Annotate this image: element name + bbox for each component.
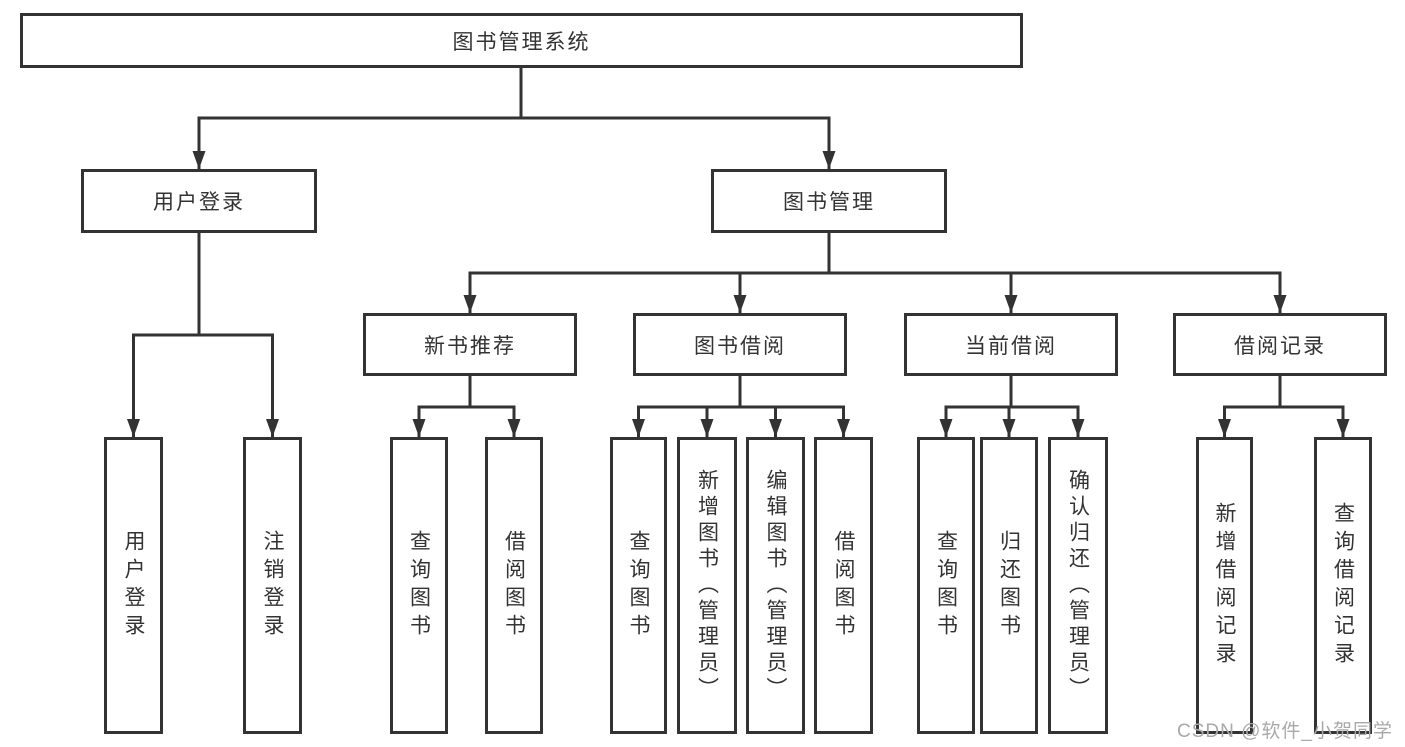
- leaf-query-book-1: 查询图书: [390, 437, 448, 734]
- node-label: 编辑图书（管理员）: [764, 468, 787, 703]
- node-label: 新书推荐: [424, 334, 516, 358]
- leaf-user-login: 用户登录: [104, 437, 163, 734]
- leaf-borrow-book-1: 借阅图书: [485, 437, 543, 734]
- csdn-watermark: CSDN @软件_小贺同学: [1177, 721, 1393, 742]
- node-book-management: 图书管理: [711, 169, 947, 233]
- leaf-edit-book-admin: 编辑图书（管理员）: [746, 437, 805, 734]
- node-label: 当前借阅: [965, 334, 1057, 358]
- node-user-login: 用户登录: [81, 169, 317, 233]
- node-label: 查询图书: [407, 529, 431, 642]
- node-label: 借阅图书: [832, 529, 855, 642]
- leaf-add-borrow-record: 新增借阅记录: [1196, 437, 1253, 734]
- leaf-return-book: 归还图书: [980, 437, 1038, 734]
- node-book-management-system: 图书管理系统: [20, 13, 1023, 68]
- leaf-logout: 注销登录: [243, 437, 302, 734]
- node-book-borrow: 图书借阅: [633, 313, 847, 376]
- leaf-query-borrow-record: 查询借阅记录: [1314, 437, 1372, 734]
- node-label: 借阅记录: [1234, 334, 1326, 358]
- node-borrow-record: 借阅记录: [1173, 313, 1387, 376]
- node-label: 借阅图书: [502, 529, 526, 642]
- node-label: 查询借阅记录: [1331, 501, 1355, 670]
- node-current-borrow: 当前借阅: [904, 313, 1118, 376]
- leaf-query-book-2: 查询图书: [610, 437, 667, 734]
- node-label: 查询图书: [934, 529, 958, 642]
- leaf-borrow-book-2: 借阅图书: [814, 437, 873, 734]
- node-label: 注销登录: [261, 529, 284, 642]
- node-label: 新增图书（管理员）: [695, 468, 719, 703]
- node-label: 新增借阅记录: [1213, 501, 1236, 670]
- node-label: 确认归还（管理员）: [1066, 468, 1090, 703]
- node-label: 图书管理系统: [452, 30, 591, 54]
- node-label: 图书管理: [783, 191, 875, 214]
- node-new-book-recommend: 新书推荐: [363, 313, 577, 376]
- node-label: 查询图书: [627, 529, 650, 642]
- branch-segments: [132, 66, 1345, 409]
- node-label: 归还图书: [997, 529, 1021, 642]
- leaf-query-book-3: 查询图书: [917, 437, 975, 734]
- node-label: 用户登录: [122, 529, 145, 642]
- node-label: 图书借阅: [694, 334, 786, 358]
- leaf-confirm-return-admin: 确认归还（管理员）: [1048, 437, 1108, 734]
- leaf-add-book-admin: 新增图书（管理员）: [677, 437, 737, 734]
- node-label: 用户登录: [153, 191, 245, 214]
